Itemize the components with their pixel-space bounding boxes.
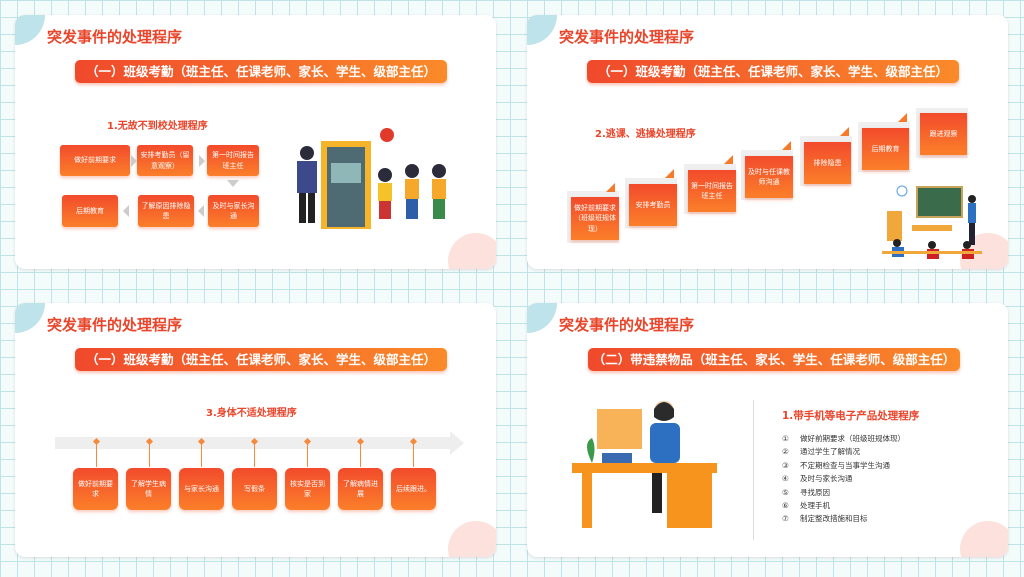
step-box: 及时与任课教师沟通 (745, 156, 793, 198)
subtitle: 2.逃课、逃操处理程序 (595, 129, 696, 140)
slide-absence[interactable]: 突发事件的处理程序 （一）班级考勤（班主任、任课老师、家长、学生、级部主任） 1… (15, 15, 496, 269)
slide-prohibited-items[interactable]: 突发事件的处理程序 （二）带违禁物品（班主任、家长、学生、任课老师、级部主任） … (527, 303, 1008, 557)
man-at-desk-illustration (572, 401, 717, 528)
decor-circle (448, 233, 496, 269)
step-box: 后续跟进。 (391, 468, 436, 510)
decor-circle (15, 15, 45, 45)
decor-circle (527, 15, 557, 45)
section-banner: （一）班级考勤（班主任、任课老师、家长、学生、级部主任） (75, 60, 447, 83)
slide-illness[interactable]: 突发事件的处理程序 （一）班级考勤（班主任、任课老师、家长、学生、级部主任） 3… (15, 303, 496, 557)
step-box: 核实是否到家 (285, 468, 330, 510)
section-banner: （一）班级考勤（班主任、任课老师、家长、学生、级部主任） (587, 60, 959, 83)
step-box: 安排考勤员（留意观察） (137, 145, 193, 176)
step-box: 跟进观察 (920, 113, 967, 155)
arrow-right-icon (199, 155, 205, 167)
decor-circle (448, 521, 496, 557)
arrow-left-icon (198, 205, 204, 217)
arrow-right-icon (131, 155, 137, 167)
decor-circle (960, 521, 1008, 557)
decor-circle (527, 303, 557, 333)
slide-truancy[interactable]: 突发事件的处理程序 （一）班级考勤（班主任、任课老师、家长、学生、级部主任） 2… (527, 15, 1008, 269)
step-box: 后期教育 (862, 128, 909, 170)
section-banner: （二）带违禁物品（班主任、家长、学生、任课老师、级部主任） (588, 348, 960, 371)
step-box: 了解原因排除隐患 (138, 195, 194, 227)
section-banner: （一）班级考勤（班主任、任课老师、家长、学生、级部主任） (75, 348, 447, 371)
subtitle: 3.身体不适处理程序 (206, 408, 297, 419)
step-box: 第一时间报告班主任 (688, 170, 736, 212)
step-box: 及时与家长沟通 (208, 195, 259, 227)
step-box: 写假条 (232, 468, 277, 510)
subtitle: 1.无故不到校处理程序 (107, 121, 208, 132)
step-box: 做好前期要求 (73, 468, 118, 510)
slide-title: 突发事件的处理程序 (47, 316, 183, 334)
step-box: 了解学生病情 (126, 468, 171, 510)
arrow-down-icon (227, 180, 239, 187)
classroom-illustration (882, 185, 982, 259)
decor-circle (15, 303, 45, 333)
step-box: 第一时间报告班主任 (207, 145, 259, 176)
subtitle: 1.带手机等电子产品处理程序 (782, 410, 920, 422)
step-box: 与家长沟通 (179, 468, 224, 510)
arrow-left-icon (123, 205, 129, 217)
slide-title: 突发事件的处理程序 (559, 316, 695, 334)
step-box: 安排考勤员 (629, 184, 677, 226)
step-box: 了解病情进展 (338, 468, 383, 510)
teacher-students-illustration (297, 128, 446, 229)
step-box: 做好前期要求（班级班规体现） (571, 197, 619, 240)
step-box: 排除隐患 (804, 142, 851, 184)
step-box: 后期教育 (62, 195, 118, 227)
slide-title: 突发事件的处理程序 (559, 28, 695, 46)
slide-title: 突发事件的处理程序 (47, 28, 183, 46)
divider (753, 400, 754, 540)
step-box: 做好前期要求 (60, 145, 130, 176)
